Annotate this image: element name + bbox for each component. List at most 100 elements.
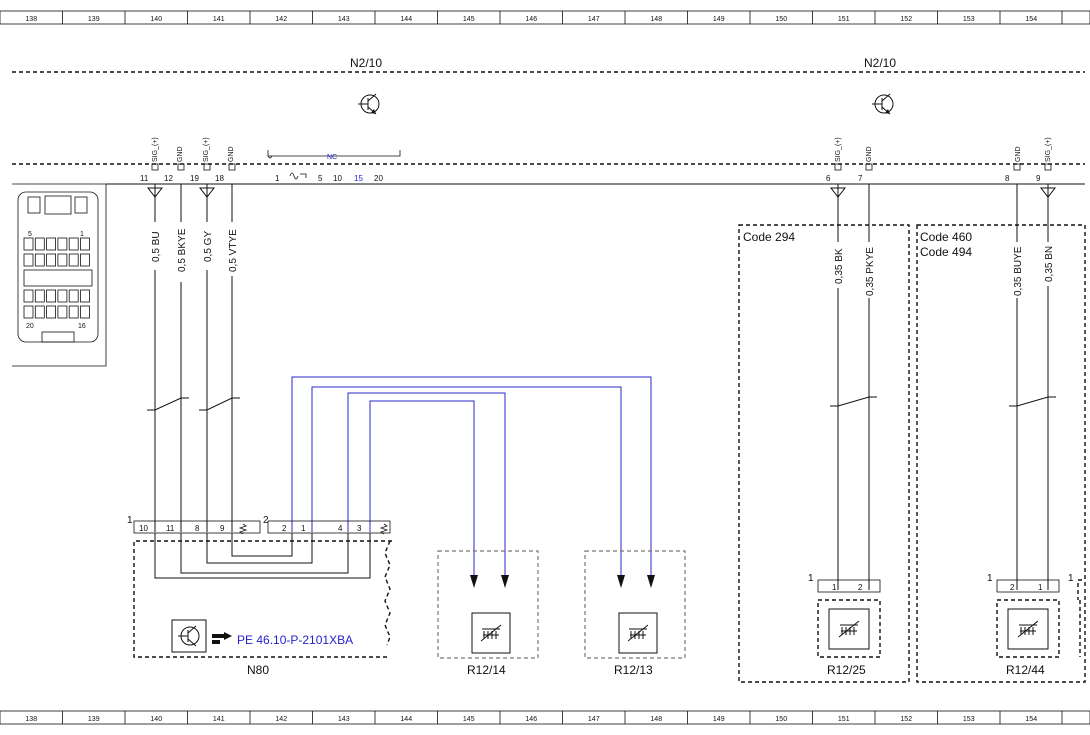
connector-cavity [68, 289, 79, 303]
grid-label: 142 [275, 716, 287, 723]
pin-socket [151, 163, 159, 171]
grid-label: 149 [713, 16, 725, 23]
pin-type-labels: SIG_(+) GND SIG_(+) GND SIG_(+) GND GND … [152, 137, 1052, 162]
connector-diagram-label: 5 [28, 231, 32, 238]
pin-number: 9 [1036, 174, 1041, 183]
n80-pin: 1 [301, 524, 306, 533]
wire-label: 0,5 GY [203, 231, 214, 262]
nc-pin: 10 [333, 174, 342, 183]
pin-socket [1013, 163, 1021, 171]
pin-type-sig: SIG_(+) [835, 137, 842, 162]
grid-label: 150 [775, 716, 787, 723]
wire-label: 0,5 VTYE [228, 229, 239, 272]
sensor-label: R12/14 [467, 663, 506, 677]
grid-label: 139 [88, 16, 100, 23]
wire-label: 0,35 BUYE [1013, 246, 1024, 296]
grid-label: 140 [150, 16, 162, 23]
code-label: Code 460 [920, 230, 972, 244]
grid-label: 146 [525, 16, 537, 23]
grid-label: 147 [588, 16, 600, 23]
pin-number: 11 [140, 174, 149, 183]
n80-reference-link[interactable]: PE 46.10-P-2101XBA [237, 633, 353, 647]
connector-cavity [57, 305, 68, 319]
sensor-pin: 1 [1038, 583, 1043, 592]
grid-label: 149 [713, 716, 725, 723]
pin-type-sig: SIG_(+) [1045, 137, 1052, 162]
nc-pin: 5 [318, 174, 323, 183]
connector-diagram-label: 1 [80, 231, 84, 238]
control-unit-label-right: N2/10 [864, 56, 896, 70]
nc-bracket: NC 1 5 10 15 20 [267, 150, 401, 183]
edge-connector: 1 [1068, 573, 1082, 657]
wire-label: 0,5 BKYE [177, 228, 188, 272]
n80-module: 1 2 10 11 8 9 2 1 4 3 PE 46.10-P-210 [127, 515, 392, 677]
sensor-r12-25: 1 1 2 R12/25 [808, 573, 881, 677]
connector-cavity [34, 289, 45, 303]
grid-label: 153 [963, 16, 975, 23]
pin-number: 6 [826, 174, 831, 183]
connector-sockets [151, 163, 1052, 171]
sensor-pin: 1 [832, 583, 837, 592]
wire-arrows [470, 575, 655, 588]
pin-socket [865, 163, 873, 171]
sensor-r12-44: 1 2 1 R12/44 [987, 573, 1060, 677]
connector-cavity [46, 289, 56, 303]
connector-diagram-label: 20 [26, 323, 34, 330]
grid-label: 138 [25, 716, 37, 723]
connector-cavity [34, 237, 45, 251]
resistor-icon [838, 620, 860, 638]
sensor-label: R12/25 [827, 663, 866, 677]
grid-label: 145 [463, 716, 475, 723]
pin-number: 19 [190, 174, 199, 183]
grid-label: 151 [838, 716, 850, 723]
pin-number: 8 [1005, 174, 1010, 183]
connector-cavity [46, 237, 56, 251]
grid-label: 143 [338, 716, 350, 723]
pin-socket [203, 163, 211, 171]
pin-socket [834, 163, 842, 171]
sensor-pin: 2 [858, 583, 863, 592]
reference-pointer-icon [212, 632, 232, 644]
wire-label: 0,35 PKYE [865, 247, 876, 296]
grid-label: 150 [775, 16, 787, 23]
grid-label: 154 [1025, 716, 1037, 723]
connector-cavity [34, 305, 45, 319]
wire-set-left [154, 184, 233, 532]
code-box-460-494 [916, 224, 1086, 683]
pin-type-gnd: GND [228, 146, 235, 162]
connector-diagram: 5 1 20 16 [12, 183, 107, 367]
pin-type-gnd: GND [866, 146, 873, 162]
transistor-icon [178, 625, 200, 647]
connector-cavity [57, 289, 68, 303]
connector-cavity [23, 237, 34, 251]
pin-socket [177, 163, 185, 171]
sensor-connector-label: 1 [987, 573, 993, 584]
connector-cavity [23, 289, 34, 303]
signal-arrows [146, 187, 1057, 198]
grid-label: 141 [213, 716, 225, 723]
nc-pin: 20 [374, 174, 383, 183]
connector-cavity [80, 305, 90, 319]
grid-label: 152 [900, 716, 912, 723]
control-unit-label-left: N2/10 [350, 56, 382, 70]
n80-pin: 3 [357, 524, 362, 533]
blue-wire-set [291, 376, 652, 575]
grid-label: 142 [275, 16, 287, 23]
grid-label: 148 [650, 716, 662, 723]
code-label: Code 294 [743, 230, 795, 244]
wire-labels: 0,5 BU 0,5 BKYE 0,5 GY 0,5 VTYE 0,35 BK … [149, 222, 1055, 298]
grid-label: 139 [88, 716, 100, 723]
nc-pin: 15 [354, 174, 363, 183]
n80-label: N80 [247, 663, 269, 677]
connector-cavity [80, 237, 90, 251]
code-label: Code 494 [920, 245, 972, 259]
connector-cavity [34, 253, 45, 267]
n80-connector-label: 2 [263, 515, 269, 526]
grid-label: 140 [150, 716, 162, 723]
connector-diagram-label: 16 [78, 323, 86, 330]
n80-pin: 10 [139, 524, 148, 533]
n80-pin: 4 [338, 524, 343, 533]
sensor-pin: 2 [1010, 583, 1015, 592]
